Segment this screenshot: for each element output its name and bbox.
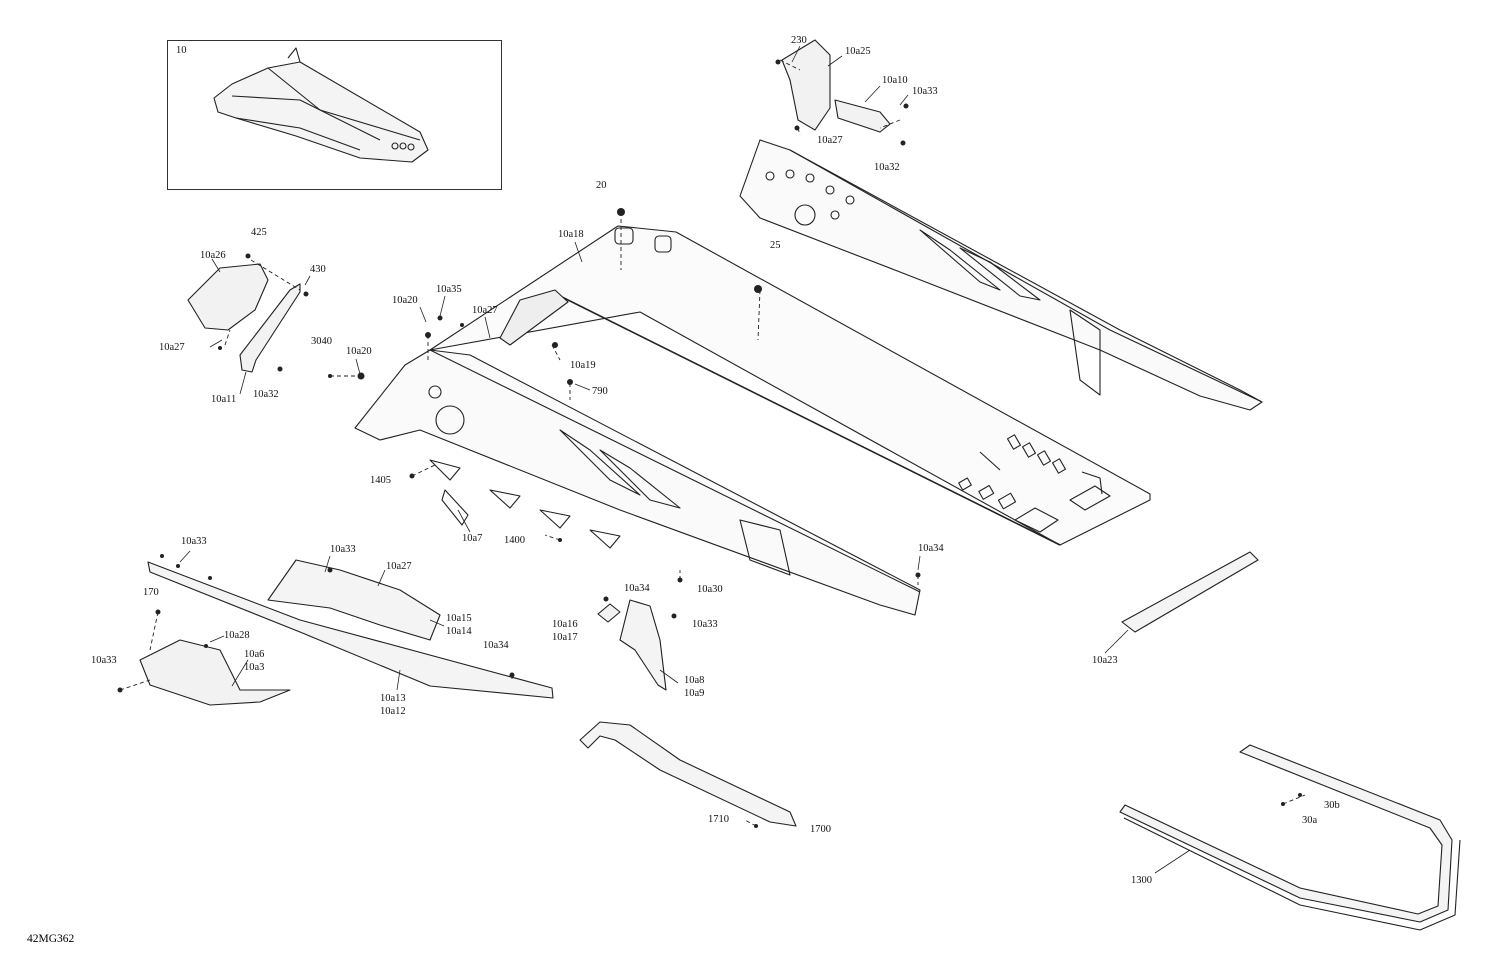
callout-30b: 30b xyxy=(1324,800,1340,811)
callout-10a6: 10a6 xyxy=(244,649,265,660)
callout-10a7: 10a7 xyxy=(462,533,483,544)
callout-10a27: 10a27 xyxy=(159,342,185,353)
label-leaders xyxy=(179,45,1191,874)
callout-10a12: 10a12 xyxy=(380,706,406,717)
callout-10a33: 10a33 xyxy=(330,544,356,555)
rear-bumper-loop xyxy=(1119,744,1461,931)
center-small-parts xyxy=(597,599,667,691)
callout-10a34: 10a34 xyxy=(918,543,944,554)
callout-20: 20 xyxy=(596,180,607,191)
callout-10a16: 10a16 xyxy=(552,619,578,630)
lower-center-rail xyxy=(579,721,797,827)
right-small-rail xyxy=(1121,551,1259,633)
callout-10a27: 10a27 xyxy=(386,561,412,572)
callout-10a33: 10a33 xyxy=(692,619,718,630)
callout-10a25: 10a25 xyxy=(845,46,871,57)
callout-25: 25 xyxy=(770,240,781,251)
callout-10a15: 10a15 xyxy=(446,613,472,624)
callout-10a35: 10a35 xyxy=(436,284,462,295)
inset-box: 10 xyxy=(167,40,502,190)
diagram-code: 42MG362 xyxy=(27,933,75,945)
callout-30a: 30a xyxy=(1302,815,1318,826)
callout-10a13: 10a13 xyxy=(380,693,406,704)
callout-10a26: 10a26 xyxy=(200,250,226,261)
callout-10a27: 10a27 xyxy=(472,305,498,316)
callout-10a27: 10a27 xyxy=(817,135,843,146)
callout-1700: 1700 xyxy=(810,824,831,835)
callout-1400: 1400 xyxy=(504,535,525,546)
callout-170: 170 xyxy=(143,587,159,598)
left-bracket-group xyxy=(187,263,301,373)
lower-front-strip xyxy=(139,559,554,706)
callout-790: 790 xyxy=(592,386,608,397)
callout-10a8: 10a8 xyxy=(684,675,705,686)
callout-10a10: 10a10 xyxy=(882,75,908,86)
callout-1405: 1405 xyxy=(370,475,391,486)
callout-430: 430 xyxy=(310,264,326,275)
callout-10a33: 10a33 xyxy=(181,536,207,547)
fastener-dots xyxy=(117,59,1302,828)
callout-10a14: 10a14 xyxy=(446,626,472,637)
callout-10a18: 10a18 xyxy=(558,229,584,240)
callout-10a23: 10a23 xyxy=(1092,655,1118,666)
inset-frame-drawing xyxy=(213,47,429,163)
right-side-rail xyxy=(739,139,1263,411)
callout-1300: 1300 xyxy=(1131,875,1152,886)
callout-10a17: 10a17 xyxy=(552,632,578,643)
callout-10a34: 10a34 xyxy=(483,640,509,651)
callout-1710: 1710 xyxy=(708,814,729,825)
callout-10a9: 10a9 xyxy=(684,688,705,699)
callout-10a3: 10a3 xyxy=(244,662,265,673)
callout-10a34: 10a34 xyxy=(624,583,650,594)
callout-10a30: 10a30 xyxy=(697,584,723,595)
callout-10a20: 10a20 xyxy=(392,295,418,306)
callout-10a32: 10a32 xyxy=(874,162,900,173)
callout-10a28: 10a28 xyxy=(224,630,250,641)
callout-10a19: 10a19 xyxy=(570,360,596,371)
callout-10a32: 10a32 xyxy=(253,389,279,400)
callout-3040: 3040 xyxy=(311,336,332,347)
left-side-rail xyxy=(354,349,921,616)
callout-10a33: 10a33 xyxy=(91,655,117,666)
inset-label: 10 xyxy=(176,45,187,56)
upper-right-bracket xyxy=(781,39,891,133)
callout-230: 230 xyxy=(791,35,807,46)
callout-10a33: 10a33 xyxy=(912,86,938,97)
tunnel-plate xyxy=(429,225,1151,546)
callout-10a20: 10a20 xyxy=(346,346,372,357)
callout-10a11: 10a11 xyxy=(211,394,237,405)
callout-425: 425 xyxy=(251,227,267,238)
